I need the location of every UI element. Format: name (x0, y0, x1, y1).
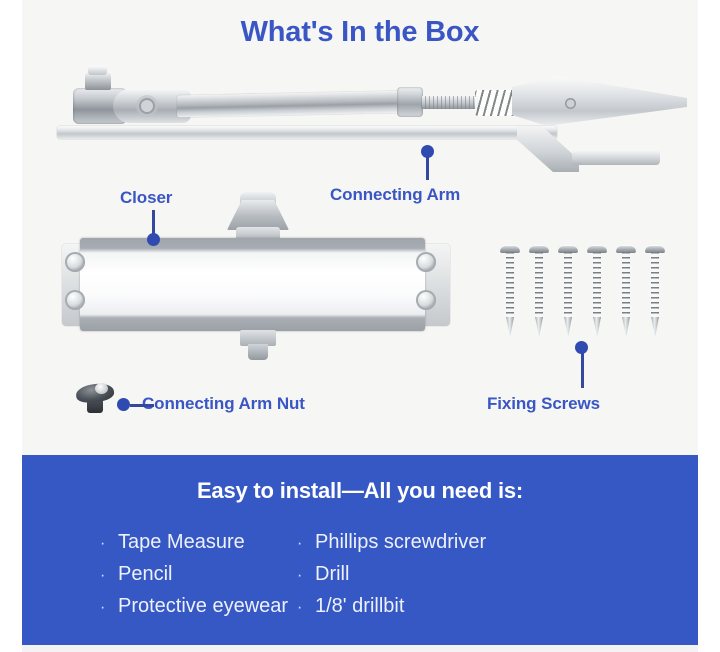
list-item: · Phillips screwdriver (297, 527, 698, 559)
arm-bracket-foot (517, 126, 579, 172)
callout-leader-line-closer (152, 210, 155, 238)
bullet-icon: · (100, 567, 106, 584)
closer-mount-hole (65, 290, 85, 310)
callout-dot-connecting-arm (421, 145, 434, 158)
callout-label-connecting-arm: Connecting Arm (330, 185, 461, 204)
screw-tip (535, 317, 543, 337)
screw-tip (651, 317, 659, 337)
closer-mount-hole (416, 252, 436, 272)
closer-mount-hole (416, 290, 436, 310)
screw (558, 245, 578, 340)
list-item-label: 1/8' drillbit (315, 595, 405, 617)
callout-dot-connecting-arm-nut (117, 398, 130, 411)
closer-collar (236, 227, 280, 241)
bullet-icon: · (297, 535, 303, 552)
list-item: · Tape Measure (100, 527, 297, 559)
arm-threaded-rod (421, 96, 479, 109)
bullet-icon: · (297, 567, 303, 584)
screw-tip (564, 317, 572, 337)
screw-head (616, 245, 636, 253)
callout-leader-line-connecting-arm (426, 155, 429, 180)
closer-mount-hole (65, 252, 85, 272)
install-panel-columns: · Tape Measure · Pencil · Protective eye… (22, 527, 698, 623)
list-item: · Drill (297, 559, 698, 591)
screw-tip (593, 317, 601, 337)
arm-clevis-cap (88, 66, 107, 75)
list-item-label: Protective eyewear (118, 595, 289, 617)
screw (587, 245, 607, 340)
arm-spring-coil (475, 90, 519, 116)
arm-pivot-eye-icon (139, 98, 155, 114)
callout-label-connecting-arm-nut: Connecting Arm Nut (142, 394, 305, 413)
callout-dot-closer (147, 233, 160, 246)
closer-dome-cap (227, 200, 289, 230)
list-item: · Pencil (100, 559, 297, 591)
callout-leader-line-connecting-arm-nut (130, 404, 154, 407)
screw-head (529, 245, 549, 253)
screw-head (645, 245, 665, 253)
fixing-screws-image (500, 245, 665, 340)
screw-head (587, 245, 607, 253)
screw (529, 245, 549, 340)
screw-head (558, 245, 578, 253)
page-title: What's In the Box (240, 16, 480, 48)
list-item-label: Pencil (118, 563, 173, 585)
install-requirements-panel: Easy to install—All you need is: · Tape … (22, 455, 698, 645)
arm-bottom-plate (57, 126, 557, 139)
list-item: · Protective eyewear (100, 591, 297, 623)
callout-label-fixing-screws: Fixing Screws (487, 394, 601, 413)
screw-shaft (506, 252, 514, 318)
list-item-label: Phillips screwdriver (315, 531, 487, 553)
install-panel-heading: Easy to install—All you need is: (196, 478, 524, 503)
bullet-icon: · (297, 599, 303, 616)
arm-hex-nut (397, 87, 423, 117)
wedge-screw-icon (565, 98, 576, 109)
screw-head (500, 245, 520, 253)
closer-valve (240, 330, 276, 346)
callout-dot-fixing-screws (575, 341, 588, 354)
screw-shaft (535, 252, 543, 318)
list-item: · 1/8' drillbit (297, 591, 698, 623)
bullet-icon: · (100, 599, 106, 616)
closer-housing (80, 238, 425, 331)
install-panel-column-left: · Tape Measure · Pencil · Protective eye… (22, 527, 297, 623)
arm-upper-link (177, 90, 412, 118)
list-item-label: Drill (315, 563, 350, 585)
door-closer-image (60, 192, 455, 367)
arm-wedge-bracket (512, 76, 687, 126)
nut-highlight (95, 383, 108, 394)
connecting-arm-nut-image (74, 380, 116, 416)
arm-clevis-pin (85, 72, 111, 90)
panel-bottom-edge (22, 645, 698, 652)
bullet-icon: · (100, 535, 106, 552)
callout-label-closer: Closer (120, 188, 173, 207)
callout-leader-line-fixing-screws (581, 352, 584, 388)
closer-valve-stem (248, 344, 268, 360)
install-panel-column-right: · Phillips screwdriver · Drill · 1/8' dr… (297, 527, 698, 623)
screw-shaft (622, 252, 630, 318)
screw (616, 245, 636, 340)
screw (645, 245, 665, 340)
connecting-arm-image (57, 60, 687, 172)
screw-shaft (593, 252, 601, 318)
screw (500, 245, 520, 340)
arm-bracket-foot-tip (572, 150, 660, 165)
screw-tip (622, 317, 630, 337)
screw-shaft (651, 252, 659, 318)
list-item-label: Tape Measure (118, 531, 245, 553)
screw-tip (506, 317, 514, 337)
screw-shaft (564, 252, 572, 318)
